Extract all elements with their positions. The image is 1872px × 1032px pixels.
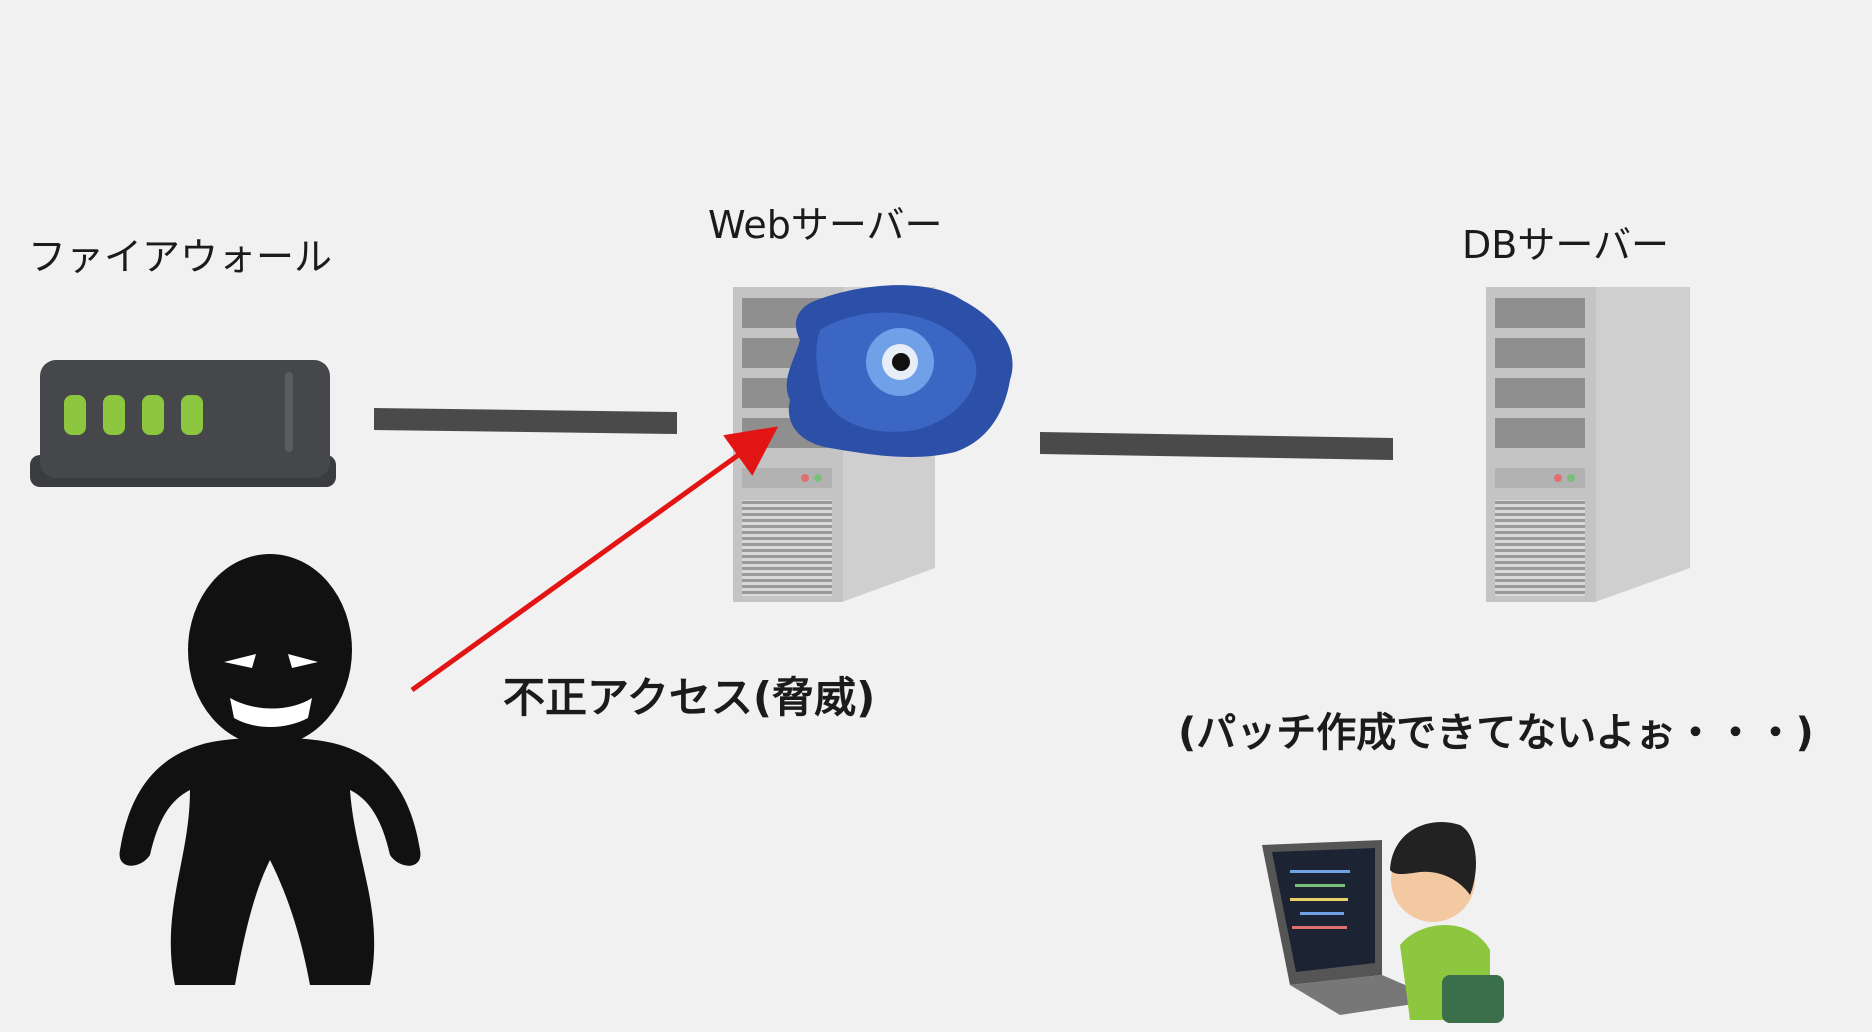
- attack-arrow: [410, 426, 779, 693]
- developer-caption: (パッチ作成できてないよぉ・・・): [1178, 710, 1814, 756]
- firewall-router-icon: [30, 360, 336, 487]
- connector-firewall-web: [374, 408, 677, 434]
- db-server-icon: [1486, 287, 1690, 602]
- db-server-label: DBサーバー: [1462, 223, 1669, 267]
- vortex-icon: [786, 285, 1013, 457]
- firewall-label: ファイアウォール: [28, 235, 333, 279]
- web-server-label: Webサーバー: [708, 203, 943, 247]
- threat-label: 不正アクセス(脅威): [503, 673, 876, 722]
- connector-web-db: [1040, 432, 1393, 460]
- developer-icon: [1262, 822, 1504, 1023]
- attacker-icon: [119, 554, 421, 985]
